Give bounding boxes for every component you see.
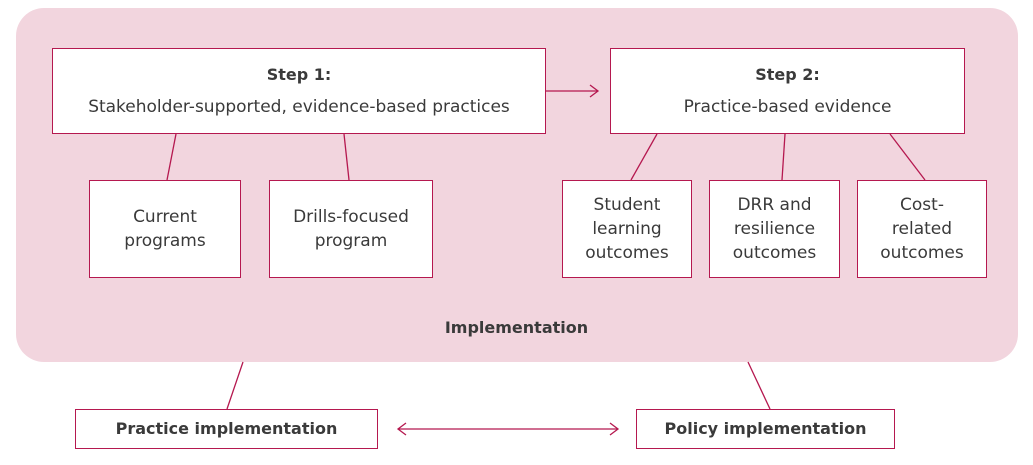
drr-resilience-outcomes-box: DRR and resilience outcomes (709, 180, 840, 278)
connector-panel-practice (226, 361, 244, 410)
connector-step2-cost (889, 133, 926, 181)
step1-box: Step 1: Stakeholder-supported, evidence-… (52, 48, 546, 134)
student-learning-outcomes-box: Student learning outcomes (562, 180, 692, 278)
drr-resilience-outcomes-label: DRR and resilience outcomes (732, 195, 817, 263)
current-programs-label: Current programs (124, 207, 206, 251)
step2-title: Step 2: (755, 64, 820, 84)
step1-text: Stakeholder-supported, evidence-based pr… (88, 96, 510, 117)
student-learning-outcomes-label: Student learning outcomes (585, 195, 669, 263)
practice-implementation-label: Practice implementation (115, 419, 338, 438)
practice-implementation-box: Practice implementation (75, 409, 378, 449)
drills-focused-program-label: Drills-focused program (293, 207, 409, 251)
implementation-label: Implementation (444, 318, 589, 337)
policy-implementation-label: Policy implementation (664, 419, 867, 438)
connector-step1-drills (343, 133, 350, 181)
current-programs-box: Current programs (89, 180, 241, 278)
connector-panel-policy (747, 361, 771, 410)
drills-focused-program-box: Drills-focused program (269, 180, 433, 278)
connector-step2-student (630, 133, 658, 181)
step2-box: Step 2: Practice-based evidence (610, 48, 965, 134)
arrow-head-step2 (589, 84, 600, 98)
step2-text: Practice-based evidence (683, 96, 892, 117)
policy-implementation-box: Policy implementation (636, 409, 895, 449)
connector-step2-drr (781, 133, 786, 181)
cost-related-outcomes-label: Cost-related outcomes (880, 195, 964, 263)
arrow-head-right (609, 422, 620, 436)
step1-title: Step 1: (266, 64, 332, 84)
connector-step1-current (166, 133, 177, 181)
cost-related-outcomes-box: Cost-related outcomes (857, 180, 987, 278)
arrow-head-left (396, 422, 407, 436)
